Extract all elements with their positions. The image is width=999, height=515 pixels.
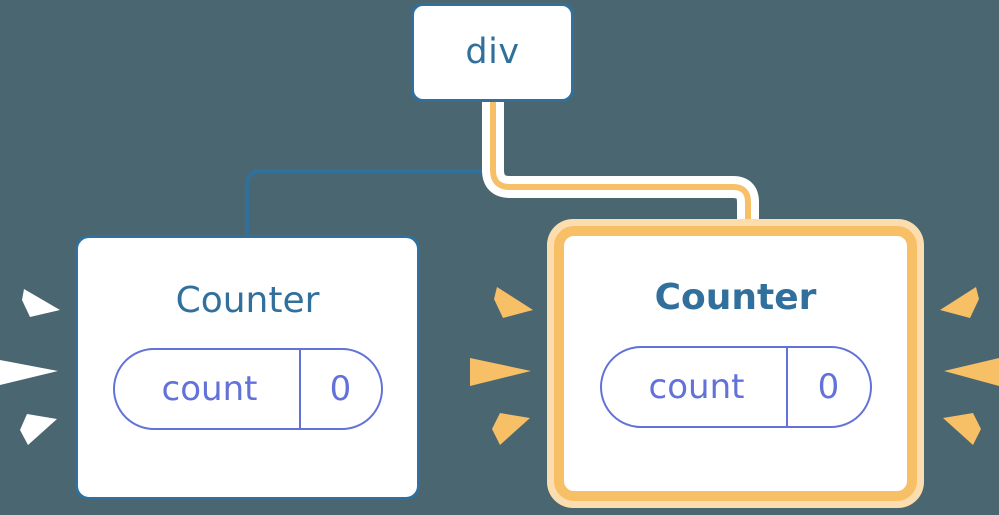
spark-white-lower: [20, 414, 57, 445]
node-div[interactable]: div: [411, 3, 574, 102]
spark-orange-lower: [943, 413, 981, 445]
spark-orange-middle: [944, 358, 999, 386]
spark-white-upper: [22, 289, 60, 317]
state-value-right: 0: [785, 348, 870, 426]
node-counter-right-label: Counter: [654, 277, 817, 318]
spark-orange-middle: [470, 358, 531, 386]
node-counter-left[interactable]: Counter count 0: [75, 235, 420, 500]
spark-burst-right-counter-right: [940, 287, 999, 445]
node-div-label: div: [465, 32, 520, 72]
state-pill-right: count 0: [599, 346, 872, 428]
spark-orange-upper: [494, 287, 533, 318]
spark-burst-right-counter-left: [470, 287, 533, 445]
spark-orange-lower: [492, 413, 530, 445]
node-counter-right-highlight: Counter count 0: [547, 219, 924, 508]
state-key-right: count: [648, 367, 745, 407]
edge-div-to-right-counter: [490, 99, 751, 239]
node-counter-left-label: Counter: [175, 280, 320, 321]
state-key-left: count: [161, 369, 258, 409]
spark-burst-left-counter-left: [0, 289, 60, 445]
edge-div-to-right-counter-halo: [482, 91, 759, 247]
spark-orange-upper: [940, 287, 979, 318]
state-value-left: 0: [298, 350, 381, 428]
spark-white-middle: [0, 360, 58, 385]
node-counter-right[interactable]: Counter count 0: [554, 226, 917, 501]
state-pill-left: count 0: [112, 348, 383, 430]
edge-div-to-left-counter: [245, 100, 494, 238]
